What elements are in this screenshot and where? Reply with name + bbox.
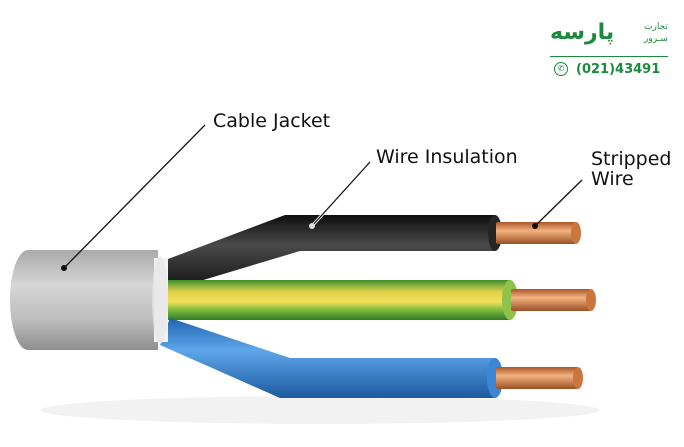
brand-name: پارسه [550, 20, 615, 45]
blue-wire-copper-tip [573, 367, 583, 389]
black-wire-insulation [160, 215, 501, 290]
leader-line-cable-jacket [63, 124, 206, 269]
label-cable-jacket: Cable Jacket [213, 110, 331, 132]
phone-icon: ✆ [554, 62, 568, 76]
blue-wire-insulation [160, 318, 502, 398]
cable-jacket-cut-edge [152, 256, 168, 344]
earth-wire-insulation [160, 280, 517, 320]
leader-line-stripped-wire [534, 179, 583, 227]
brand-phone: (021)43491 [576, 62, 661, 77]
earth-wire-copper [511, 289, 591, 311]
label-stripped-line2: Wire [591, 168, 634, 190]
black-wire-copper-tip [571, 222, 581, 244]
cable-shadow [40, 396, 600, 424]
brand-tagline-1: تجارت [644, 22, 668, 32]
cable-jacket-body [10, 250, 158, 350]
black-wire-copper [496, 222, 576, 244]
blue-wire-copper [496, 367, 578, 389]
brand-logo: پارسه تجارت سـرور ✆ (021)43491 [548, 18, 670, 84]
label-wire-insulation: Wire Insulation [376, 146, 518, 168]
leader-dot-stripped-wire [532, 223, 538, 229]
label-stripped-line1: Stripped [591, 148, 672, 170]
leader-line-wire-insulation-core [311, 161, 371, 227]
brand-divider [550, 56, 668, 57]
brand-tagline-2: سـرور [644, 34, 668, 44]
leader-dot-wire-insulation [309, 223, 315, 229]
leader-dot-cable-jacket [61, 265, 67, 271]
earth-wire-copper-tip [586, 289, 596, 311]
